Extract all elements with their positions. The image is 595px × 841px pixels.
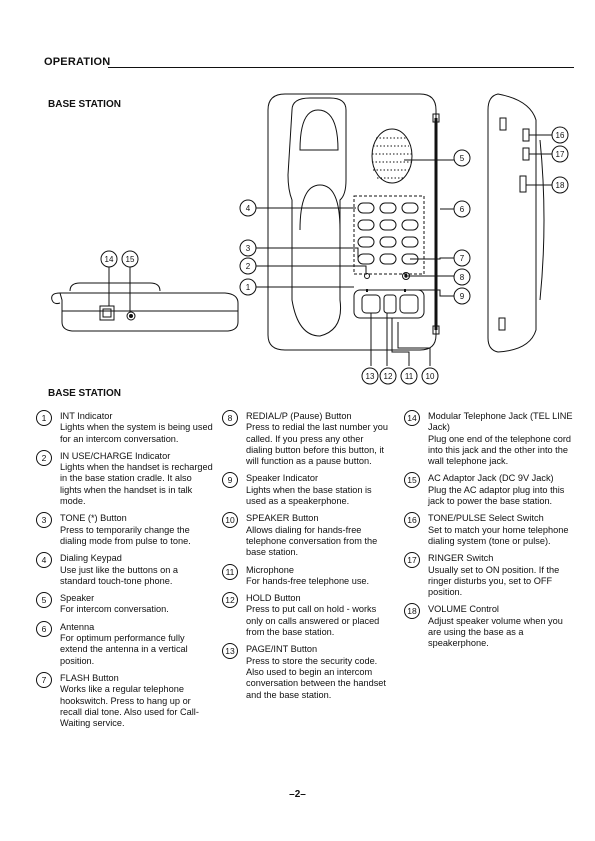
svg-text:8: 8 [460, 273, 465, 282]
callout-11: 11 [400, 367, 418, 385]
callout-16: 16 [551, 126, 569, 144]
right-side-view-illustration [487, 93, 545, 353]
callout-13: 13 [361, 367, 379, 385]
callout-8: 8 [453, 268, 471, 286]
svg-text:7: 7 [460, 254, 465, 263]
svg-text:5: 5 [460, 154, 465, 163]
callout-14: 14 [100, 250, 118, 268]
callout-2: 2 [239, 257, 257, 275]
svg-text:16: 16 [556, 131, 565, 140]
callout-10: 10 [421, 367, 439, 385]
svg-text:17: 17 [556, 150, 565, 159]
base-station-diagram: 14 15 [51, 93, 569, 385]
list-title: BASE STATION [48, 388, 121, 399]
svg-text:18: 18 [556, 181, 565, 190]
svg-text:11: 11 [405, 372, 414, 381]
callout-12: 12 [379, 367, 397, 385]
callout-1: 1 [239, 278, 257, 296]
callout-4: 4 [239, 199, 257, 217]
svg-text:14: 14 [105, 255, 114, 264]
svg-text:15: 15 [126, 255, 135, 264]
page-number: –2– [289, 789, 306, 800]
svg-text:4: 4 [246, 204, 251, 213]
figure-title: BASE STATION [48, 99, 121, 110]
callout-5: 5 [453, 149, 471, 167]
svg-text:9: 9 [460, 292, 465, 301]
section-title: OPERATION [44, 56, 111, 68]
side-view-illustration [51, 267, 239, 332]
callout-3: 3 [239, 239, 257, 257]
callout-18: 18 [551, 176, 569, 194]
svg-text:12: 12 [384, 372, 393, 381]
svg-text:13: 13 [366, 372, 375, 381]
svg-text:10: 10 [426, 372, 435, 381]
callout-15: 15 [121, 250, 139, 268]
title-rule [108, 67, 574, 68]
right-view-leaders [526, 134, 552, 186]
callout-9: 9 [453, 287, 471, 305]
svg-text:2: 2 [246, 262, 251, 271]
callout-7: 7 [453, 249, 471, 267]
svg-text:1: 1 [246, 283, 251, 292]
callout-17: 17 [551, 145, 569, 163]
callout-6: 6 [453, 200, 471, 218]
svg-text:6: 6 [460, 205, 465, 214]
svg-text:3: 3 [246, 244, 251, 253]
front-view-illustration [267, 93, 440, 351]
front-view-leaders [256, 159, 454, 366]
